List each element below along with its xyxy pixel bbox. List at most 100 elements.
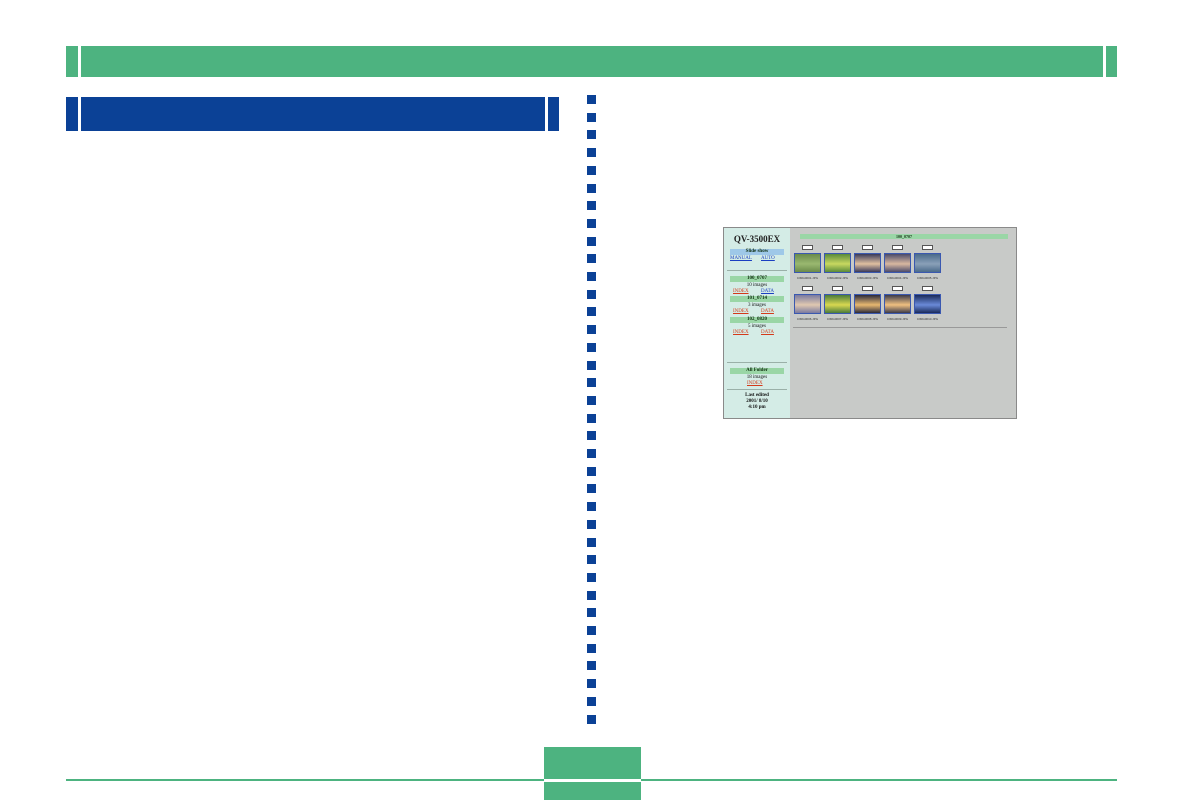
image-type-icon [922,245,933,250]
divider-square [587,218,596,228]
thumbnail-image[interactable] [794,294,821,314]
page-tab-gap [544,779,641,782]
thumbnail-cell[interactable]: CIMG0001.JPG [793,244,822,282]
thumbnail-image[interactable] [854,294,881,314]
divider-square [587,431,596,441]
divider-square [587,201,596,211]
divider-square [587,572,596,582]
thumbnail-filename: CIMG0001.JPG [796,276,819,280]
current-folder-strip: 100_0707 [800,234,1008,239]
divider-square [587,555,596,565]
folder-name: 100_0707 [730,276,784,282]
divider-square [587,696,596,706]
divider-square [587,342,596,352]
divider-square [587,643,596,653]
image-type-icon [802,286,813,291]
divider-square [587,395,596,405]
divider-square [587,95,596,104]
image-type-icon [802,245,813,250]
divider-square [587,289,596,299]
all-folder-label: All Folder [730,368,784,374]
sidebar-divider [727,270,787,271]
divider-square [587,679,596,689]
divider-square [587,360,596,370]
image-type-icon [892,245,903,250]
thumbnail-filename: CIMG0010.JPG [916,317,939,321]
divider-square [587,183,596,193]
thumbnail-filename: CIMG0007.JPG [826,317,849,321]
image-type-icon [922,286,933,291]
section-bar-divider [78,97,81,131]
divider-square [587,484,596,494]
divider-square [587,626,596,635]
header-bar-divider [78,46,81,77]
divider-square [587,378,596,388]
section-bar-divider [545,97,548,131]
header-bar-divider [1103,46,1106,77]
main-divider [793,327,1007,328]
thumbnail-cell[interactable]: CIMG0010.JPG [913,285,942,323]
thumbnail-cell[interactable]: CIMG0008.JPG [853,285,882,323]
folder-index-link[interactable]: INDEX [733,289,749,294]
divider-square [587,112,596,122]
page-number-tab [544,747,641,800]
image-type-icon [832,245,843,250]
thumbnail-image[interactable] [884,253,911,273]
folder-name: 101_0714 [730,296,784,302]
divider-square [587,466,596,476]
thumbnail-image[interactable] [824,294,851,314]
thumbnail-cell[interactable]: CIMG0004.JPG [883,244,912,282]
thumbnail-filename: CIMG0004.JPG [886,276,909,280]
thumbnail-filename: CIMG0002.JPG [826,276,849,280]
thumbnail-image[interactable] [914,253,941,273]
thumbnail-filename: CIMG0009.JPG [886,317,909,321]
thumbnail-cell[interactable]: CIMG0003.JPG [853,244,882,282]
thumbnail-image[interactable] [884,294,911,314]
folder-count: 5 images [748,324,766,329]
thumbnail-cell[interactable]: CIMG0007.JPG [823,285,852,323]
divider-square [587,590,596,600]
last-edited-date: 2001/ 8/10 [746,399,768,404]
thumbnail-cell[interactable]: CIMG0005.JPG [913,244,942,282]
thumbnail-cell[interactable]: CIMG0006.JPG [793,285,822,323]
thumbnail-filename: CIMG0006.JPG [796,317,819,321]
screenshot-main: 100_0707 CIMG0001.JPG CIMG0002.JPG CIMG000… [790,228,1016,418]
thumbnail-cell[interactable]: CIMG0002.JPG [823,244,852,282]
divider-square [587,272,596,281]
folder-data-link[interactable]: DATA [761,289,774,294]
image-type-icon [832,286,843,291]
divider-square [587,236,596,246]
image-type-icon [862,286,873,291]
camera-model: QV-3500EX [733,234,781,244]
thumbnail-image[interactable] [794,253,821,273]
divider-square [587,449,596,458]
column-divider [587,95,597,740]
manual-link[interactable]: MANUAL [730,256,752,261]
divider-square [587,413,596,423]
divider-square [587,130,596,140]
all-folder-index-link[interactable]: INDEX [747,381,763,386]
folder-count: 3 images [748,303,766,308]
last-edited-label: Last edited [745,393,769,398]
folder-index-link[interactable]: INDEX [733,330,749,335]
divider-square [587,661,596,671]
divider-square [587,148,596,158]
auto-link[interactable]: AUTO [761,256,775,261]
folder-index-link[interactable]: INDEX [733,309,749,314]
folder-data-link[interactable]: DATA [761,309,774,314]
divider-square [587,714,596,724]
folder-data-link[interactable]: DATA [761,330,774,335]
image-type-icon [892,286,903,291]
sidebar-divider [727,362,787,363]
divider-square [587,254,596,264]
divider-square [587,608,596,618]
thumbnail-cell[interactable]: CIMG0009.JPG [883,285,912,323]
divider-square [587,307,596,317]
all-folder-count: 18 images [746,375,768,380]
thumbnail-image[interactable] [824,253,851,273]
sidebar-divider [727,389,787,390]
screenshot-sidebar: QV-3500EX Slide show MANUAL AUTO 100_070… [724,228,790,418]
thumbnail-image[interactable] [914,294,941,314]
thumbnail-image[interactable] [854,253,881,273]
section-title-bar [66,97,559,131]
